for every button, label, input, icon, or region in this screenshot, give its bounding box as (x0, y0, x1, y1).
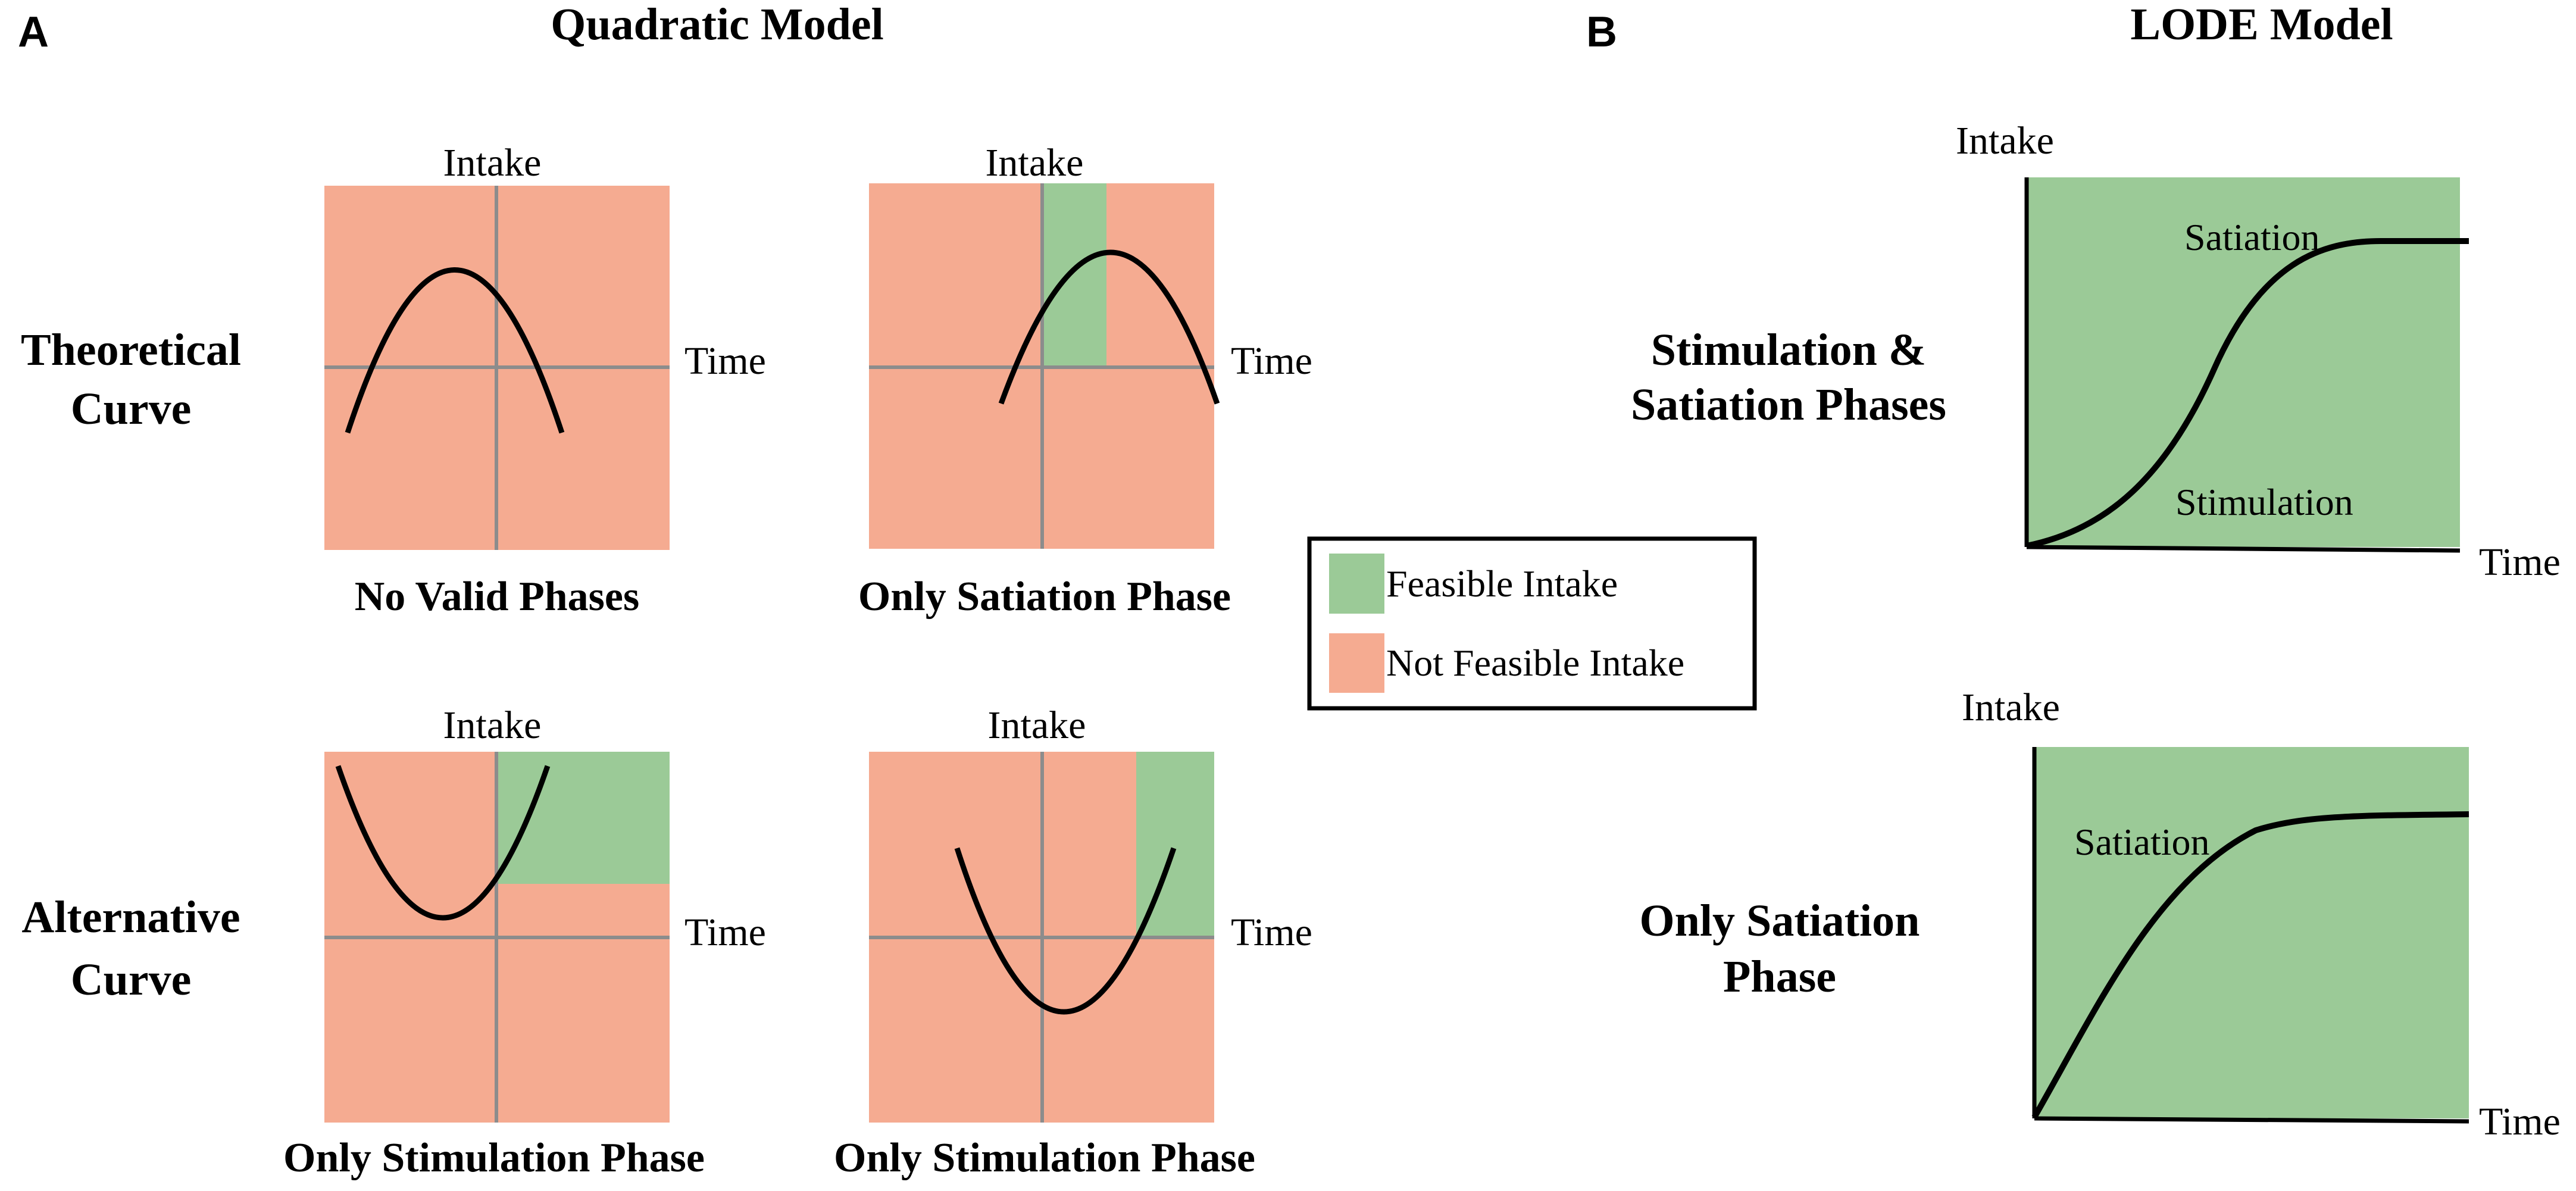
row-label-stim-sat-line1: Stimulation & (1651, 325, 1926, 375)
concave-up-curve (335, 765, 551, 921)
quadratic-plot-only-stimulation-1: Intake Time Only Stimulation Phase (283, 704, 766, 1181)
plot-caption: Only Stimulation Phase (834, 1135, 1255, 1181)
intake-axis-label: Intake (1962, 686, 2060, 729)
panel-a-letter: A (18, 8, 49, 56)
intake-axis-label: Intake (443, 141, 542, 185)
legend: Feasible Intake Not Feasible Intake (1307, 536, 1757, 711)
time-axis-label: Time (1231, 339, 1312, 383)
panel-b-letter: B (1586, 8, 1617, 56)
intake-axis-label: Intake (988, 704, 1086, 747)
curve-label-satiation: Satiation (2184, 216, 2320, 258)
lode-plot-only-satiation: Intake Time Satiation (1962, 686, 2561, 1143)
concave-down-curve (998, 249, 1220, 405)
row-label-theoretical-line2: Curve (71, 384, 192, 434)
concave-down-curve (345, 267, 565, 434)
quadratic-plot-no-valid-phases: Intake Time No Valid Phases (324, 141, 766, 620)
feasible-region (2034, 747, 2469, 1118)
time-axis-label: Time (684, 339, 766, 383)
row-label-alternative-line1: Alternative (21, 892, 240, 942)
curve-label-stimulation: Stimulation (2175, 481, 2353, 523)
row-label-stim-sat-line2: Satiation Phases (1631, 380, 1946, 430)
feasible-region (1042, 183, 1106, 367)
time-axis-label: Time (684, 911, 766, 954)
legend-swatch-feasible (1329, 554, 1384, 614)
curve-label-satiation: Satiation (2074, 821, 2210, 863)
lode-plot-stimulation-satiation: Intake Time Satiation Stimulation (1956, 119, 2561, 584)
time-axis-label: Time (2479, 1100, 2561, 1143)
intake-axis-label: Intake (986, 141, 1084, 185)
panel-a-title: Quadratic Model (551, 0, 883, 49)
plot-caption: Only Stimulation Phase (283, 1135, 705, 1181)
quadratic-plot-only-satiation: Intake Time Only Satiation Phase (858, 141, 1312, 620)
time-axis (2026, 545, 2461, 553)
intake-axis-label: Intake (1956, 119, 2054, 162)
panel-b-title: LODE Model (2130, 0, 2393, 49)
row-label-only-sat-line1: Only Satiation (1640, 896, 1920, 946)
time-axis-label: Time (2479, 540, 2561, 584)
plot-caption: No Valid Phases (355, 574, 639, 620)
intake-axis-label: Intake (443, 704, 542, 747)
saturating-curve (2031, 811, 2469, 1119)
concave-up-curve (954, 847, 1177, 1015)
row-label-alternative-line2: Curve (71, 955, 192, 1005)
plot-caption: Only Satiation Phase (858, 574, 1231, 620)
sigmoid-curve (2026, 238, 2469, 549)
time-axis (2034, 1116, 2469, 1124)
feasible-region (496, 752, 670, 884)
row-label-theoretical-line1: Theoretical (21, 325, 241, 375)
time-axis-label: Time (1231, 911, 1312, 954)
legend-swatch-not-feasible (1329, 633, 1384, 693)
legend-label-not-feasible: Not Feasible Intake (1386, 642, 1684, 684)
row-label-only-sat-line2: Phase (1723, 952, 1836, 1002)
legend-label-feasible: Feasible Intake (1386, 562, 1618, 605)
quadratic-plot-only-stimulation-2: Intake Time Only Stimulation Phase (834, 704, 1312, 1181)
